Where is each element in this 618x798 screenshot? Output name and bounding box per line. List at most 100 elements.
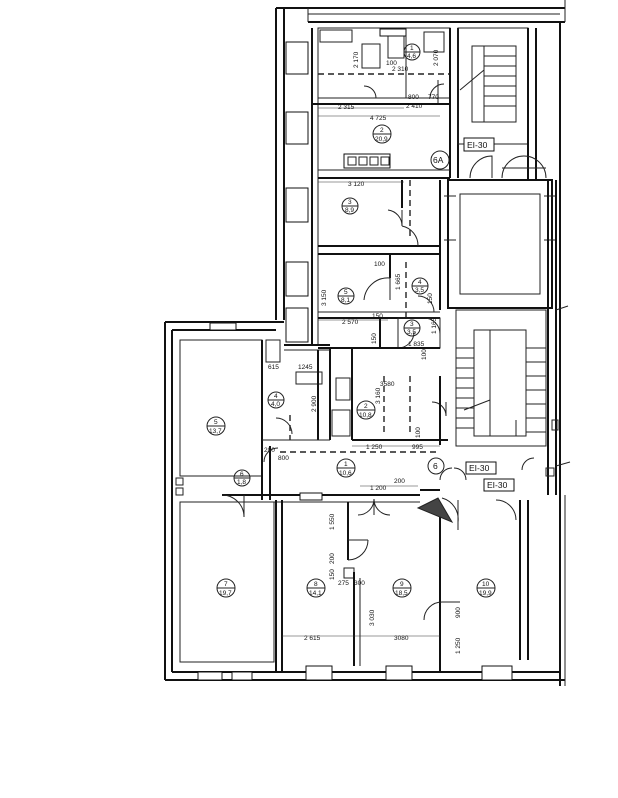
dim-4725: 4 725 [370, 115, 387, 122]
dim-3080: 3080 [394, 635, 409, 642]
room-tags: 1 4,6 2 20,9 3 8,9 4 3,5 5 8,1 3 3,5 [206, 43, 496, 598]
room-number: 8 [314, 581, 318, 588]
room-number: 2 [380, 127, 384, 134]
room-4-mid [262, 339, 330, 441]
room-5-4-walls [318, 253, 440, 319]
dim-800b: 800 [278, 455, 289, 462]
room-area: 20,9 [375, 136, 388, 143]
dim-150b: 150 [372, 313, 383, 320]
corridor [262, 446, 440, 516]
room-area: 13,7 [209, 428, 222, 435]
right-strip [545, 22, 571, 686]
room-number: 6 [240, 471, 244, 478]
dimensions: 2 170 100 2 310 2 070 800 770 2 315 2 41… [264, 49, 462, 654]
dim-2615: 2 615 [304, 635, 321, 642]
room-tag: 4 4,0 [267, 391, 285, 409]
room-number: 1 [344, 461, 348, 468]
room-number: 7 [224, 581, 228, 588]
room-2-mid [318, 347, 448, 445]
room-tag: 3 8,9 [341, 197, 359, 215]
room-3-walls [318, 180, 441, 310]
room-tag: 7 19,7 [216, 578, 236, 598]
dim-1550: 1 550 [329, 513, 336, 530]
room-number: 2 [364, 403, 368, 410]
fire-label-top: EI-30 [467, 140, 488, 150]
dim-2170: 2 170 [353, 51, 360, 68]
room-number: 5 [214, 419, 218, 426]
room-number: 4 [418, 279, 422, 286]
dim-1245: 1245 [298, 364, 313, 371]
room-area: 8,9 [345, 207, 354, 214]
dim-200c: 200 [329, 553, 336, 564]
dim-800: 800 [408, 94, 419, 101]
dim-3160: 3 160 [375, 387, 382, 404]
dim-2315: 2 315 [338, 104, 355, 111]
room-number: 3 [410, 321, 414, 328]
room-tag: 3 3,5 [403, 319, 421, 337]
room-number: 10 [482, 581, 490, 588]
room-area: 8,1 [341, 297, 350, 304]
dim-2900: 2 900 [311, 395, 318, 412]
dim-770: 770 [428, 94, 439, 101]
dim-1250b: 1 250 [455, 637, 462, 654]
dim-300: 300 [354, 580, 365, 587]
room-tag: 5 13,7 [206, 416, 226, 436]
dim-100: 100 [386, 60, 397, 67]
room-tag: 9 18,5 [392, 578, 412, 598]
lower-rooms [179, 457, 535, 672]
room-6 [221, 494, 262, 518]
dim-1165: 1 165 [431, 317, 438, 334]
room-area: 18,5 [395, 590, 408, 597]
room-area: 14,1 [309, 590, 322, 597]
top-rooms [312, 27, 547, 180]
room-tag: 1 10,6 [336, 458, 356, 478]
tag-6: 6 [433, 461, 438, 471]
dim-100b: 100 [374, 261, 385, 268]
room-tag: 10 19,9 [476, 578, 496, 598]
central-core [444, 179, 557, 495]
tag-6a: 6A [433, 155, 444, 165]
room-area: 10,6 [339, 470, 352, 477]
vent-grille-top [379, 28, 407, 37]
room-tag: 8 14,1 [306, 578, 326, 598]
room-area: 10,8 [359, 412, 372, 419]
dim-3150: 3 150 [321, 289, 328, 306]
room-area: 19,9 [479, 590, 492, 597]
room-tag: 6 1,8 [233, 469, 251, 487]
room-tag: 2 10,8 [356, 400, 376, 420]
dim-150c: 150 [371, 333, 378, 344]
room-tag: 5 8,1 [337, 287, 355, 305]
room-area: 19,7 [219, 590, 232, 597]
dim-3030: 3 030 [369, 609, 376, 626]
room-area: 3,5 [407, 329, 416, 336]
dim-3580: 3580 [380, 381, 395, 388]
dim-1200: 1 200 [370, 485, 387, 492]
dim-1665: 1 665 [395, 273, 402, 290]
dim-100d: 100 [415, 427, 422, 438]
dim-2570: 2 570 [342, 319, 359, 326]
room-area: 4,0 [271, 401, 280, 408]
room-area: 1,8 [237, 479, 246, 486]
room-number: 1 [410, 45, 414, 52]
room-3-mid [379, 317, 441, 349]
dim-900: 900 [455, 607, 462, 618]
dim-150d: 150 [329, 569, 336, 580]
dim-995: 995 [412, 444, 423, 451]
dim-1250: 1 250 [366, 444, 383, 451]
dim-200a: 200 [264, 447, 275, 454]
dim-2070: 2 070 [433, 49, 440, 66]
room-area: 3,5 [415, 287, 424, 294]
dim-3120: 3 120 [348, 181, 365, 188]
lower-stair [455, 309, 547, 447]
top-bath-area [317, 27, 451, 104]
fire-label-mid: EI-30 [469, 463, 490, 473]
room-area: 4,6 [407, 53, 416, 60]
dim-150a: 150 [427, 293, 434, 304]
dim-275: 275 [338, 580, 349, 587]
dim-200b: 200 [394, 478, 405, 485]
room-5-left [175, 339, 263, 500]
room-tag: 4 3,5 [411, 277, 429, 295]
fire-label-low: EI-30 [487, 480, 508, 490]
top-wing-walls [275, 0, 566, 345]
